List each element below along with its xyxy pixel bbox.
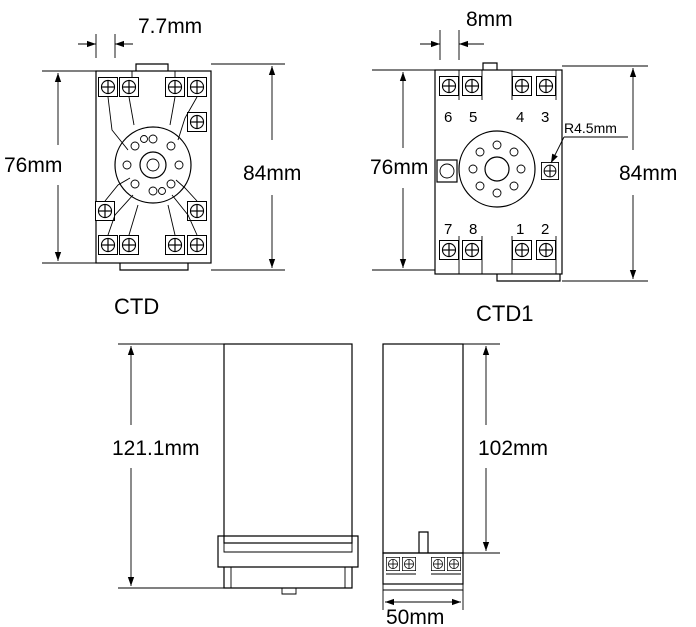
side-height-label: 102mm xyxy=(478,437,548,460)
ctd-height-outer-label: 84mm xyxy=(243,162,301,185)
ctd1-title: CTD1 xyxy=(476,301,533,326)
side-width-label: 50mm xyxy=(386,606,444,627)
ctd1-height-outer-label: 84mm xyxy=(619,162,677,185)
ctd1-view: 6 5 4 3 7 8 1 2 R4.5mm 8mm 76mm 84mm CTD… xyxy=(370,8,677,326)
ctd1-radius-label: R4.5mm xyxy=(564,120,617,136)
ctd1-pin-label: 5 xyxy=(469,109,477,126)
front-height-label: 121.1mm xyxy=(112,437,200,460)
ctd1-width-label: 8mm xyxy=(466,8,513,31)
ctd-width-label: 7.7mm xyxy=(138,15,202,38)
side-view: 102mm 50mm xyxy=(382,343,548,627)
ctd1-pin-label: 7 xyxy=(444,221,452,238)
ctd-title: CTD xyxy=(114,294,159,319)
ctd1-pin-label: 2 xyxy=(541,221,549,238)
ctd-height-inner-label: 76mm xyxy=(4,154,62,177)
front-view: 121.1mm xyxy=(112,343,359,595)
ctd1-pin-label: 4 xyxy=(516,109,524,126)
ctd1-pin-label: 1 xyxy=(516,221,524,238)
ctd1-pin-label: 6 xyxy=(444,109,452,126)
ctd1-pin-label: 3 xyxy=(541,109,549,126)
ctd1-pin-label: 8 xyxy=(469,221,477,238)
ctd1-height-inner-label: 76mm xyxy=(370,156,428,179)
ctd-view: 7.7mm 76mm 84mm CTD xyxy=(4,15,301,319)
